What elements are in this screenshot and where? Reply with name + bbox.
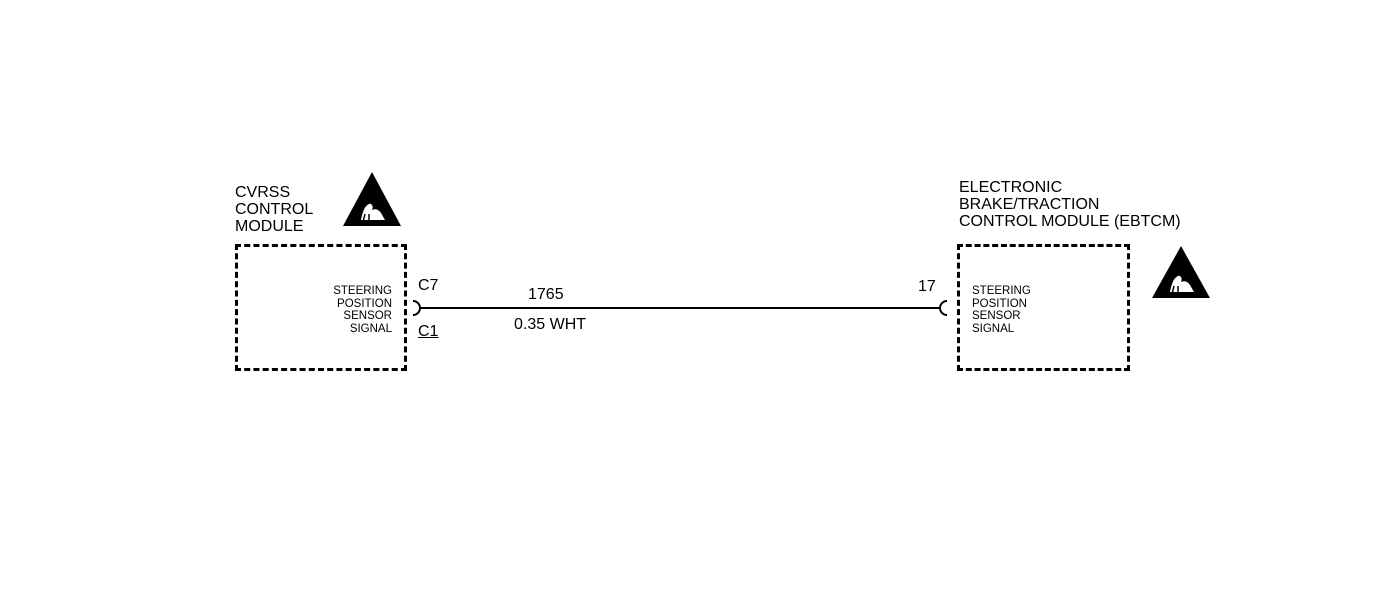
left-connector-symbol <box>412 300 421 316</box>
wire-gauge-color: 0.35 WHT <box>514 316 587 333</box>
left-connector-label: C1 <box>418 323 439 340</box>
esd-warning-icon <box>1152 246 1210 298</box>
right-signal-label: STEERING POSITION SENSOR SIGNAL <box>972 285 1031 335</box>
left-module-title: CVRSS CONTROL MODULE <box>235 184 314 235</box>
right-module-box <box>957 244 1130 371</box>
left-pin-label: C7 <box>418 277 439 294</box>
right-module-title: ELECTRONIC BRAKE/TRACTION CONTROL MODULE… <box>959 179 1181 230</box>
left-signal-label: STEERING POSITION SENSOR SIGNAL <box>333 285 392 335</box>
right-connector-symbol <box>939 300 948 316</box>
wire-circuit-number: 1765 <box>528 286 564 303</box>
right-pin-label: 17 <box>918 278 936 295</box>
left-module-box <box>235 244 407 371</box>
esd-warning-icon <box>343 172 401 226</box>
